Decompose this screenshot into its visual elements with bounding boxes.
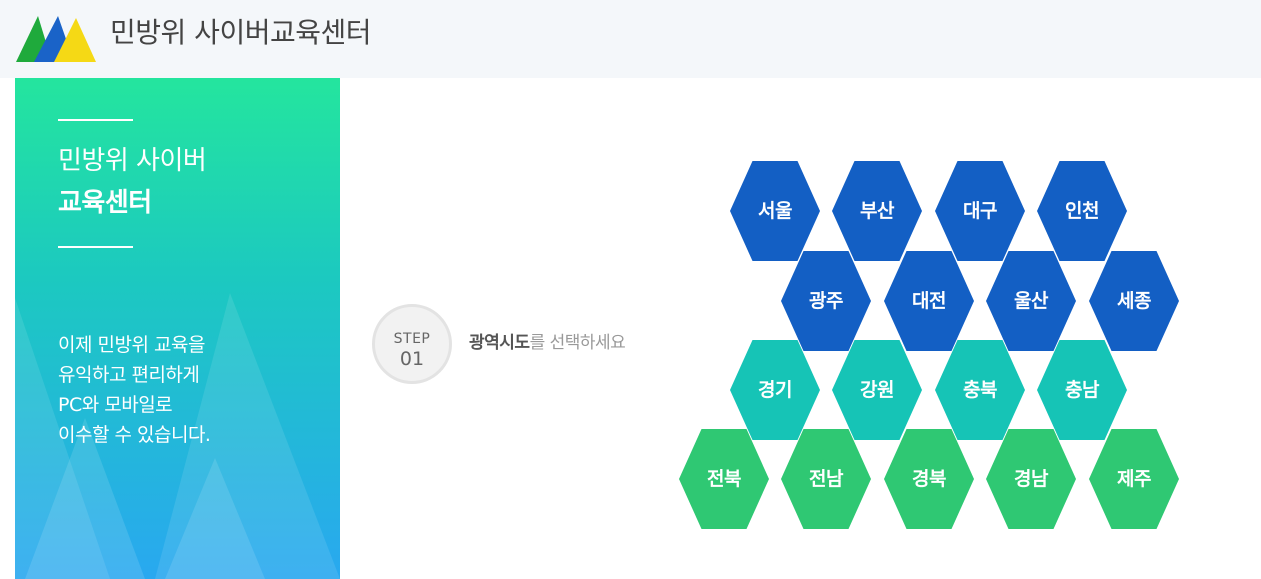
region-button-jeonbuk[interactable]: 전북 bbox=[679, 429, 769, 529]
step-label: STEP bbox=[393, 331, 431, 347]
region-button-gangwon[interactable]: 강원 bbox=[832, 340, 922, 440]
region-button-gyeonggi[interactable]: 경기 bbox=[730, 340, 820, 440]
description-line: PC와 모바일로 bbox=[58, 394, 173, 416]
step-number: 01 bbox=[399, 348, 425, 370]
site-title[interactable]: 민방위 사이버교육센터 bbox=[110, 16, 372, 49]
divider-bottom bbox=[58, 246, 133, 248]
region-button-gyeongbuk[interactable]: 경북 bbox=[884, 429, 974, 529]
region-button-busan[interactable]: 부산 bbox=[832, 161, 922, 261]
region-button-incheon[interactable]: 인천 bbox=[1037, 161, 1127, 261]
region-button-jeju[interactable]: 제주 bbox=[1089, 429, 1179, 529]
region-button-daegu[interactable]: 대구 bbox=[935, 161, 1025, 261]
mountain-logo-icon[interactable] bbox=[16, 12, 96, 64]
region-button-chungnam[interactable]: 충남 bbox=[1037, 340, 1127, 440]
description-line: 이제 민방위 교육을 bbox=[58, 334, 205, 356]
step-instruction-rest: 를 선택하세요 bbox=[529, 333, 626, 353]
region-button-gyeongnam[interactable]: 경남 bbox=[986, 429, 1076, 529]
region-button-sejong[interactable]: 세종 bbox=[1089, 251, 1179, 351]
step-instruction-strong: 광역시도 bbox=[469, 333, 530, 353]
region-button-gwangju[interactable]: 광주 bbox=[781, 251, 871, 351]
panel-title-line1: 민방위 사이버 bbox=[58, 146, 207, 176]
region-button-chungbuk[interactable]: 충북 bbox=[935, 340, 1025, 440]
description-line: 이수할 수 있습니다. bbox=[58, 424, 211, 446]
step-badge: STEP 01 bbox=[372, 304, 452, 384]
side-panel: 민방위 사이버 교육센터 이제 민방위 교육을 유익하고 편리하게 PC와 모바… bbox=[15, 78, 340, 579]
region-button-jeonnam[interactable]: 전남 bbox=[781, 429, 871, 529]
panel-title-line2: 교육센터 bbox=[58, 188, 152, 218]
step-instruction: 광역시도를 선택하세요 bbox=[469, 332, 626, 354]
region-button-seoul[interactable]: 서울 bbox=[730, 161, 820, 261]
region-button-ulsan[interactable]: 울산 bbox=[986, 251, 1076, 351]
mountain-decoration-icon bbox=[15, 293, 340, 579]
panel-description: 이제 민방위 교육을 유익하고 편리하게 PC와 모바일로 이수할 수 있습니다… bbox=[58, 330, 318, 450]
region-button-daejeon[interactable]: 대전 bbox=[884, 251, 974, 351]
description-line: 유익하고 편리하게 bbox=[58, 364, 200, 386]
header: 민방위 사이버교육센터 bbox=[0, 0, 1261, 78]
divider-top bbox=[58, 119, 133, 121]
